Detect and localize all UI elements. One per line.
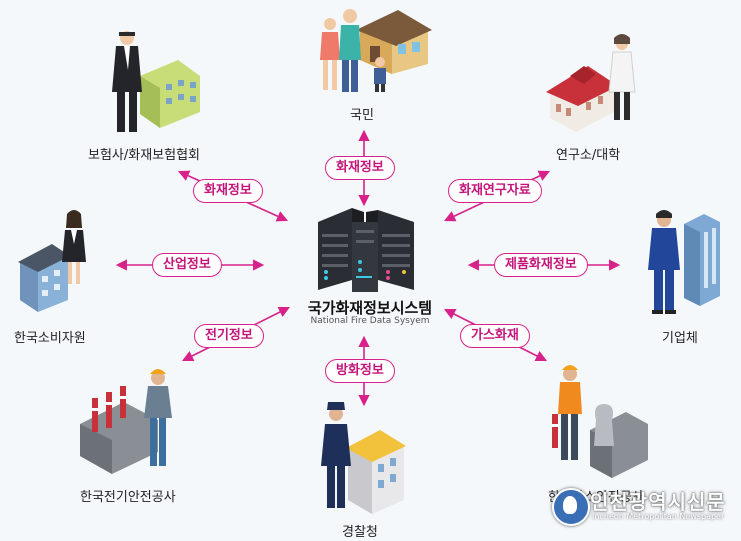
electrical-illustration: [80, 369, 172, 474]
node-label-police: 경찰청: [342, 525, 378, 540]
gas-safety-illustration: [552, 365, 648, 478]
server-rack-illustration: [318, 208, 414, 292]
insurance-illustration: [112, 31, 200, 132]
newspaper-logo-icon: [552, 488, 590, 526]
flow-pill-arson-info: 방화정보: [325, 359, 395, 383]
research-illustration: [546, 34, 636, 132]
system-title: 국가화재정보시스템: [307, 299, 433, 317]
newspaper-watermark: 인천광역시신문 Incheon Metropolitan Newspaper: [552, 484, 732, 534]
flow-pill-product-fire: 제품화재정보: [494, 253, 588, 277]
watermark-title: 인천광역시신문: [590, 490, 726, 514]
flow-pill-electric-info: 전기정보: [194, 324, 264, 348]
node-label-electrical: 한국전기안전공사: [80, 490, 176, 505]
node-label-consumer: 한국소비자원: [14, 331, 86, 346]
system-subtitle: National Fire Data Sysyem: [310, 316, 430, 326]
flow-pill-fire-info-top: 화재정보: [325, 156, 395, 180]
consumer-agency-illustration: [18, 210, 86, 312]
family-illustration: [320, 9, 432, 92]
watermark-subtitle: Incheon Metropolitan Newspaper: [592, 512, 725, 521]
police-illustration: [321, 402, 406, 514]
node-label-research: 연구소/대학: [556, 148, 621, 163]
node-label-citizens: 국민: [350, 108, 374, 123]
company-illustration: [648, 210, 720, 314]
flow-pill-industry-info: 산업정보: [152, 253, 222, 277]
flow-pill-gas-fire: 가스화재: [460, 324, 530, 348]
node-label-insurance: 보험사/화재보험협회: [88, 148, 201, 163]
flow-pill-fire-research: 화재연구자료: [448, 179, 542, 203]
flow-pill-fire-info-left: 화재정보: [193, 179, 263, 203]
node-label-company: 기업체: [662, 331, 698, 346]
